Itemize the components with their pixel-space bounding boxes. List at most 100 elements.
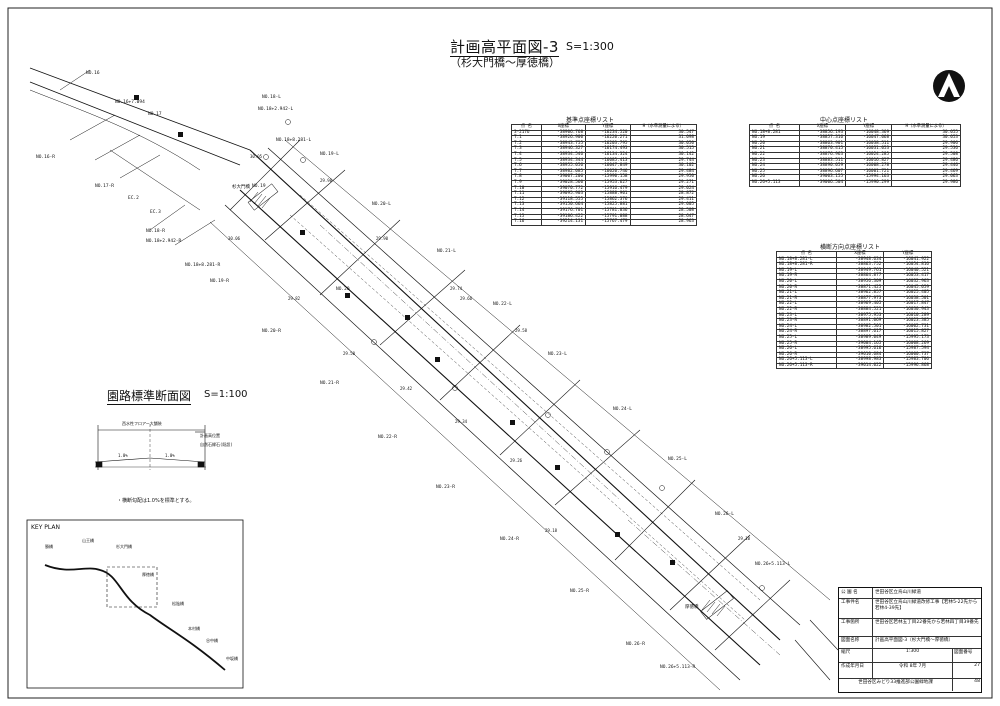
elevation-label: 29.26	[510, 458, 523, 463]
table-cell: -15983.706	[883, 357, 932, 364]
elevation-label: 29.34	[455, 419, 468, 424]
station-label: NO.16	[86, 70, 100, 76]
table-row: NO.24-L-38982.501-16002.731	[776, 323, 932, 331]
table-cell: -39214.131	[540, 219, 587, 226]
table-cell: -15995.173	[883, 334, 932, 342]
channel-lines	[29, 67, 839, 691]
table-cell: -16025.405	[883, 290, 932, 297]
titleblock-row: 工事件名 世田谷区立烏山川緑道改修工事【若林5-22先から若林4-39先】	[839, 598, 981, 619]
station-label: NO.17-R	[95, 183, 114, 189]
table-cell: NO.20-R	[776, 284, 837, 292]
titleblock-value: 1:300	[905, 649, 920, 654]
table-cell: -16017.847	[883, 301, 932, 308]
table-row: NO.21-L-38962.857-16025.405	[776, 290, 932, 297]
table-cell: NO.26+5.113-R	[776, 362, 837, 370]
elevation-label: 29.90	[376, 236, 389, 241]
table-cell: NO.22-L	[776, 301, 837, 308]
table-row: NO.26-R-39010.684-16000.737	[776, 351, 932, 359]
table-row: NO.22-L-38969.405-16017.847	[776, 301, 932, 308]
table-cell: NO.19-L	[776, 267, 837, 275]
table-cell: NO.26+5.113-L	[776, 357, 837, 364]
table-row: NO.20-L-38956.309-16032.963	[776, 279, 932, 286]
titleblock-value: 計画高平面図-3（杉大門橋～厚徳橋）	[875, 638, 954, 643]
table-row: NO.22-R-38884.521-16030.943	[776, 306, 932, 314]
titleblock-value: 世田谷区立烏山川緑道改修工事【若林5-22先から若林4-39先】	[875, 600, 978, 611]
elevation-labels: 30.05 30.06 29.98 29.90 29.82 29.74 29.6…	[228, 154, 751, 541]
table-cell: -15987.594	[883, 346, 932, 353]
table-cell: NO.20-L	[776, 279, 837, 286]
table-cell: -16030.943	[883, 306, 932, 314]
keyplan-bridge: 松陰橋	[172, 600, 184, 606]
keyplan-bridge: 厚徳橋	[142, 571, 154, 577]
table-cell: -15990.299	[845, 179, 893, 187]
reference-table-caption: 基準点座標リスト	[566, 117, 615, 124]
keyplan-bridge: 勝橋	[45, 543, 53, 549]
sheet-total: 48	[952, 678, 981, 691]
titleblock-key: 工事件名	[839, 598, 873, 618]
table-cell: NO.24-L	[776, 323, 837, 331]
station-label: NO.18-R	[146, 228, 165, 234]
station-label: NO.16+7.094	[115, 99, 145, 105]
bridge-label: 厚徳橋	[685, 603, 699, 610]
station-label: NO.23-R	[436, 484, 455, 490]
table-row: NO.25-R-39004.165-16008.269	[776, 340, 932, 348]
upper-left-lines	[59, 69, 216, 246]
table-cell: NO.18+8.281-L	[776, 256, 837, 264]
sheet-border	[7, 7, 993, 699]
elevation-label: 29.98	[320, 178, 333, 183]
reference-table: 点 名 X座標 Y座標 H（水準測量による） 3-217U-38906.768-…	[511, 124, 697, 226]
station-label: NO.19	[252, 183, 266, 189]
center-table: 点 名 X座標 Y座標 H（水準測量による） NO.18+8.281-38856…	[749, 124, 961, 187]
bridge-hatch	[247, 183, 734, 620]
title-block: 公 園 名 世田谷区立烏山川緑道 工事件名 世田谷区立烏山川緑道改修工事【若林5…	[838, 587, 982, 693]
station-label: NO.24-R	[500, 536, 519, 542]
station-cross-lines	[229, 139, 791, 651]
station-labels: NO.16 NO.16+7.094 NO.17 NO.16-R NO.17-R …	[36, 70, 791, 670]
station-label: NO.17	[148, 111, 162, 117]
titleblock-value: 世田谷区立烏山川緑道	[875, 590, 921, 595]
station-label: NO.18+2.942-R	[146, 238, 182, 244]
station-label: NO.26-R	[626, 641, 645, 647]
titleblock-key: 図面名称	[839, 636, 873, 648]
center-table-caption: 中心点座標リスト	[820, 117, 869, 124]
titleblock-value: 世田谷区みどり33推進部公園緑地課	[858, 680, 933, 685]
titleblock-value: 令和 8年 7月	[898, 664, 927, 669]
drawing-title: 計画高平面図-3	[450, 38, 559, 57]
table-row: NO.23-R-38891.069-16023.385	[776, 318, 932, 325]
table-cell: -15767.479	[585, 219, 631, 226]
table-row: NO.18+8.281-R-38863.752-16054.816	[776, 262, 932, 269]
table-cell: -16000.737	[883, 351, 932, 359]
table-cell: -16054.816	[883, 262, 932, 269]
station-label: NO.24-L	[613, 406, 632, 412]
table-header-row: 点 名 X座標 Y座標 H（水準測量による）	[749, 124, 961, 131]
station-label: NO.21-L	[437, 248, 456, 254]
station-label: NO.18-L	[262, 94, 281, 100]
table-row: NO.20-R-38871.425-16045.059	[776, 284, 932, 292]
table-cell: NO.26+5.113	[749, 179, 800, 187]
titleblock-key: 縮尺	[839, 648, 873, 662]
station-label: NO.16-R	[36, 154, 55, 160]
table-cell: NO.22-R	[776, 306, 837, 314]
table-cell: -16002.731	[883, 323, 932, 331]
section-label: 西水性フロアー大舗装	[122, 420, 162, 426]
titleblock-value: 世田谷区若林五丁目22番先から若林四丁目39番先	[875, 620, 979, 625]
elevation-label: 29.66	[460, 296, 473, 301]
elevation-label: 30.05	[250, 154, 263, 159]
titleblock-key: 工事箇所	[839, 618, 873, 636]
station-label: NO.18+2.942-L	[258, 106, 294, 112]
station-label: NO.26+5.113-L	[755, 561, 791, 567]
table-cell: -16008.269	[883, 340, 932, 348]
station-label: NO.21-R	[320, 380, 339, 386]
table-cell: -16040.521	[883, 267, 932, 275]
table-row: NO.23-L-38975.953-16010.289	[776, 312, 932, 320]
section-scale: S=1:100	[204, 389, 248, 400]
cross-table-caption: 横断方向点座標リスト	[820, 244, 881, 251]
table-header-row: 点 名 X座標 Y座標	[776, 251, 932, 258]
table-cell: -16041.922	[883, 256, 932, 264]
bridge-label: 杉大門橋	[232, 183, 250, 190]
table-cell: -16038.501	[883, 295, 932, 303]
titleblock-key: 公 園 名	[839, 588, 873, 598]
table-cell: -16045.059	[883, 284, 932, 292]
